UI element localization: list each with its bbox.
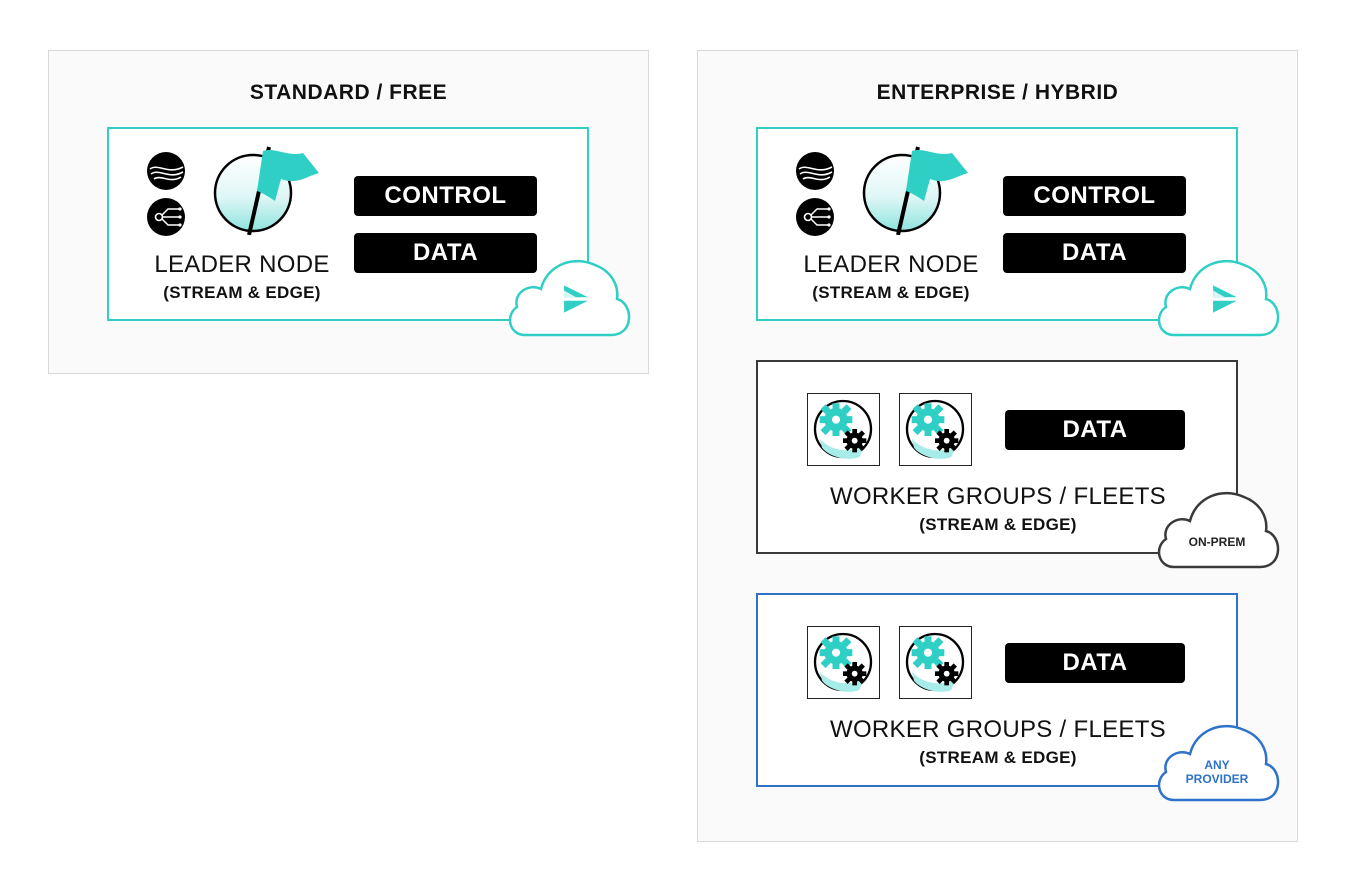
- leader-node-subtitle: (STREAM & EDGE): [163, 283, 321, 302]
- standard-panel: STANDARD / FREE CONTROL DATA LEADER NODE…: [48, 50, 649, 374]
- worker-groups-subtitle: (STREAM & EDGE): [919, 748, 1077, 767]
- worker-tile-1: [807, 393, 880, 466]
- any-provider-cloud-label-line2: PROVIDER: [1185, 772, 1249, 786]
- data-plane-label: DATA: [1005, 643, 1185, 683]
- worker-groups-title: WORKER GROUPS / FLEETS: [830, 483, 1166, 510]
- enterprise-panel: ENTERPRISE / HYBRID CONTROL DATA LEADER …: [697, 50, 1298, 842]
- stream-icon: [146, 151, 186, 191]
- worker-gears-icon: [808, 627, 878, 697]
- enterprise-leader-node-box: CONTROL DATA LEADER NODE (STREAM & EDGE): [756, 127, 1238, 321]
- worker-groups-any-provider-box: DATA WORKER GROUPS / FLEETS (STREAM & ED…: [756, 593, 1238, 787]
- worker-tile-1: [807, 626, 880, 699]
- cribl-cloud-icon: [559, 279, 593, 319]
- standard-leader-node-box: CONTROL DATA LEADER NODE (STREAM & EDGE): [107, 127, 589, 321]
- leader-node-subtitle: (STREAM & EDGE): [812, 283, 970, 302]
- enterprise-panel-title: ENTERPRISE / HYBRID: [876, 81, 1119, 104]
- leader-flag-icon: [862, 145, 972, 235]
- cribl-cloud: [1152, 251, 1282, 341]
- any-provider-cloud-label-line1: ANY: [1204, 758, 1230, 772]
- standard-panel-title: STANDARD / FREE: [249, 81, 448, 104]
- leader-node-title: LEADER NODE: [803, 251, 979, 278]
- leader-flag-icon: [213, 145, 323, 235]
- data-plane-label: DATA: [354, 233, 537, 273]
- worker-groups-title: WORKER GROUPS / FLEETS: [830, 716, 1166, 743]
- any-provider-cloud: ANY PROVIDER: [1152, 716, 1282, 806]
- control-plane-label: CONTROL: [354, 176, 537, 216]
- control-plane-label: CONTROL: [1003, 176, 1186, 216]
- worker-tile-2: [899, 626, 972, 699]
- worker-gears-icon: [900, 394, 970, 464]
- cloud-shape-icon: [1152, 483, 1282, 573]
- worker-gears-icon: [900, 627, 970, 697]
- worker-gears-icon: [808, 394, 878, 464]
- worker-tile-2: [899, 393, 972, 466]
- onprem-cloud-label: ON-PREM: [1188, 535, 1246, 549]
- stream-icon: [795, 151, 835, 191]
- cribl-cloud: [503, 251, 633, 341]
- data-plane-label: DATA: [1003, 233, 1186, 273]
- worker-groups-onprem-box: DATA WORKER GROUPS / FLEETS (STREAM & ED…: [756, 360, 1238, 554]
- edge-icon: [146, 197, 186, 237]
- onprem-cloud: ON-PREM: [1152, 483, 1282, 573]
- worker-groups-subtitle: (STREAM & EDGE): [919, 515, 1077, 534]
- leader-node-title: LEADER NODE: [154, 251, 330, 278]
- cribl-cloud-icon: [1208, 279, 1242, 319]
- data-plane-label: DATA: [1005, 410, 1185, 450]
- edge-icon: [795, 197, 835, 237]
